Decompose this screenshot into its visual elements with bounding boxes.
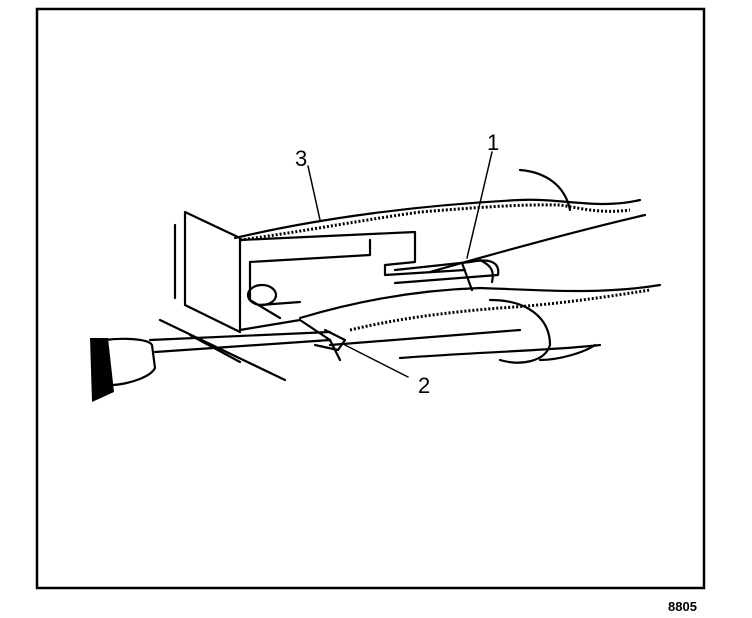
locking-tab bbox=[393, 258, 500, 292]
leader-line-1 bbox=[466, 151, 493, 259]
callout-3: 3 bbox=[295, 146, 307, 171]
callout-1: 1 bbox=[487, 130, 499, 155]
leader-line-3 bbox=[307, 165, 321, 221]
figure-id: 8805 bbox=[668, 599, 697, 614]
leader-line-2 bbox=[344, 344, 409, 378]
release-tool bbox=[90, 328, 347, 402]
lower-wire-harness bbox=[298, 283, 662, 364]
upper-trim-panel bbox=[233, 168, 647, 274]
callout-2: 2 bbox=[418, 373, 430, 398]
